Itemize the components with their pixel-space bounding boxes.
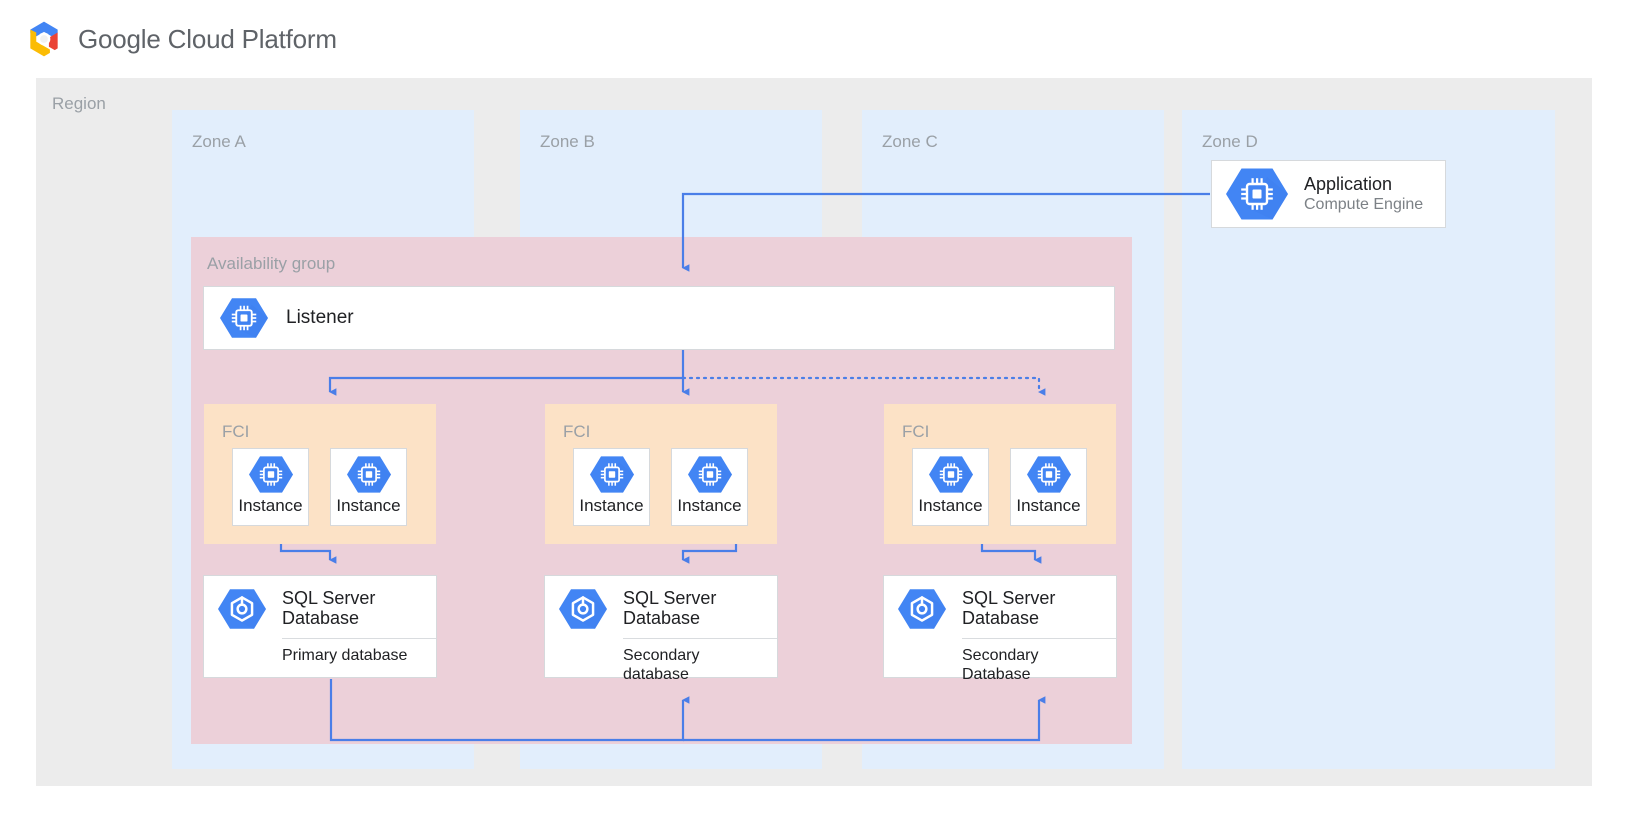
compute-engine-chip-icon [346, 455, 391, 494]
application-subtitle: Compute Engine [1304, 196, 1424, 214]
db-role-line1: Secondary [962, 647, 1039, 665]
divider [282, 638, 436, 640]
instance-b1[interactable]: Instance [573, 448, 650, 526]
db-role-line1: Secondary [623, 647, 700, 665]
db-title-line1: SQL Server [282, 588, 376, 608]
compute-engine-chip-icon [589, 455, 634, 494]
instance-a2[interactable]: Instance [330, 448, 407, 526]
db-role-line2: database [623, 665, 689, 683]
compute-engine-chip-icon [248, 455, 293, 494]
gcp-hexagon-logo-icon [24, 19, 64, 59]
db-title-line2: Database [623, 608, 701, 629]
instance-c1[interactable]: Instance [912, 448, 989, 526]
sql-server-database-card-c[interactable]: SQL Server Database Secondary Database [883, 575, 1117, 683]
fci-b-label: FCI [563, 422, 591, 441]
sql-server-database-icon [559, 588, 607, 630]
fci-a-label: FCI [222, 422, 250, 441]
instance-label: Instance [1016, 496, 1081, 515]
db-title-line2: Database [962, 608, 1040, 629]
region-label: Region [52, 94, 106, 113]
sql-server-database-card-a[interactable]: SQL Server Database Primary database [203, 575, 437, 678]
fci-group-a: FCI Instance [204, 404, 436, 544]
application-title: Application [1304, 173, 1393, 194]
fci-group-b: FCI Instance [545, 404, 777, 544]
divider [962, 638, 1116, 640]
db-role-line2: Database [962, 665, 1031, 683]
listener-title: Listener [286, 307, 354, 328]
sql-server-database-icon [218, 588, 266, 630]
listener-card[interactable]: Listener [203, 286, 1115, 350]
fci-group-c: FCI Instance [884, 404, 1116, 544]
db-title-line1: SQL Server [623, 588, 717, 608]
zone-b-label: Zone B [540, 132, 595, 151]
application-card[interactable]: Application Compute Engine [1211, 160, 1446, 228]
instance-label: Instance [238, 496, 303, 515]
db-title-line2: Database [282, 608, 360, 629]
page-header: Google Cloud Platform [0, 0, 1628, 78]
instance-label: Instance [918, 496, 983, 515]
db-role-line1: Primary database [282, 647, 408, 665]
compute-engine-chip-icon [687, 455, 732, 494]
zone-d-label: Zone D [1202, 132, 1258, 151]
compute-engine-chip-icon [1226, 167, 1288, 221]
zone-c-label: Zone C [882, 132, 938, 151]
zone-a-label: Zone A [192, 132, 246, 151]
availability-group-label: Availability group [207, 254, 336, 273]
compute-engine-chip-icon [1026, 455, 1071, 494]
divider [623, 638, 777, 640]
fci-c-label: FCI [902, 422, 930, 441]
db-title-line1: SQL Server [962, 588, 1056, 608]
sql-server-database-icon [898, 588, 946, 630]
instance-c2[interactable]: Instance [1010, 448, 1087, 526]
instance-a1[interactable]: Instance [232, 448, 309, 526]
brand-wordmark: Google Cloud Platform [78, 23, 337, 54]
compute-engine-chip-icon [928, 455, 973, 494]
instance-b2[interactable]: Instance [671, 448, 748, 526]
instance-label: Instance [579, 496, 644, 515]
compute-engine-chip-icon [220, 297, 268, 339]
instance-label: Instance [677, 496, 742, 515]
sql-server-database-card-b[interactable]: SQL Server Database Secondary database [544, 575, 778, 683]
instance-label: Instance [336, 496, 401, 515]
